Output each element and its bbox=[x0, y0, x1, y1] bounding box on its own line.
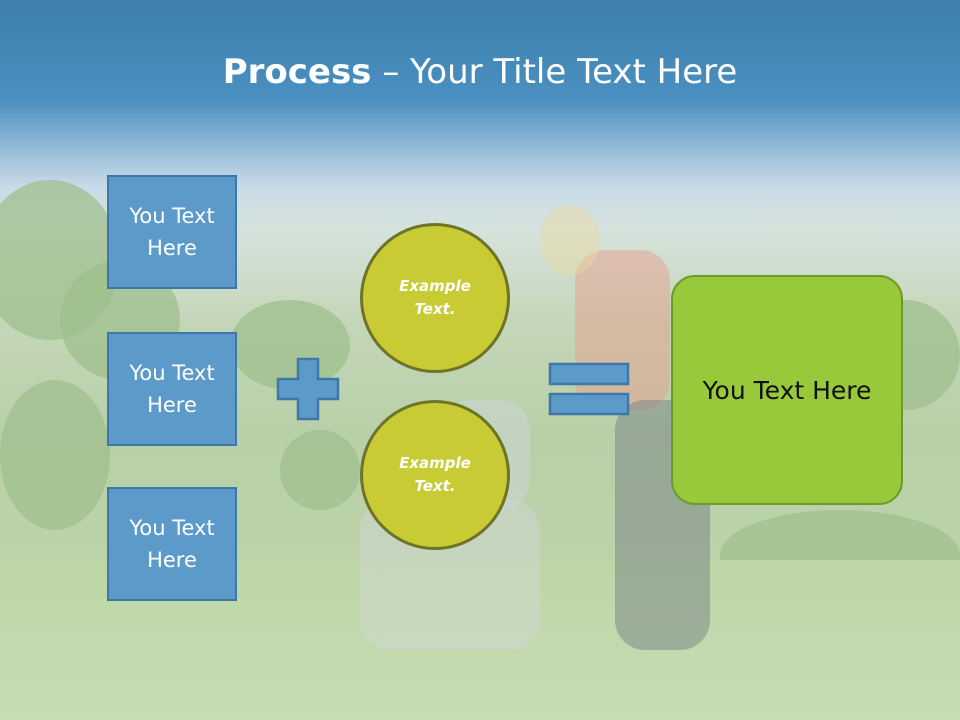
plus-icon bbox=[276, 357, 340, 421]
box-label: You Text Here bbox=[129, 204, 215, 260]
circle-label: Example Text. bbox=[399, 277, 471, 318]
input-box-1: You Text Here bbox=[107, 175, 237, 289]
equals-icon bbox=[548, 362, 630, 416]
title-bold: Process bbox=[222, 52, 372, 92]
result-box: You Text Here bbox=[671, 275, 903, 505]
box-label: You Text Here bbox=[129, 516, 215, 572]
circle-label: Example Text. bbox=[399, 454, 471, 495]
box-label: You Text Here bbox=[129, 361, 215, 417]
example-circle-2: Example Text. bbox=[360, 400, 510, 550]
title-rest: – Your Title Text Here bbox=[371, 52, 738, 92]
tree-shape bbox=[0, 380, 110, 530]
input-box-3: You Text Here bbox=[107, 487, 237, 601]
tree-shape bbox=[230, 300, 350, 390]
tree-shape bbox=[280, 430, 360, 510]
result-label: You Text Here bbox=[702, 375, 872, 405]
slide-title: Process – Your Title Text Here bbox=[0, 52, 960, 92]
golfer-head bbox=[540, 205, 600, 275]
input-box-2: You Text Here bbox=[107, 332, 237, 446]
example-circle-1: Example Text. bbox=[360, 223, 510, 373]
